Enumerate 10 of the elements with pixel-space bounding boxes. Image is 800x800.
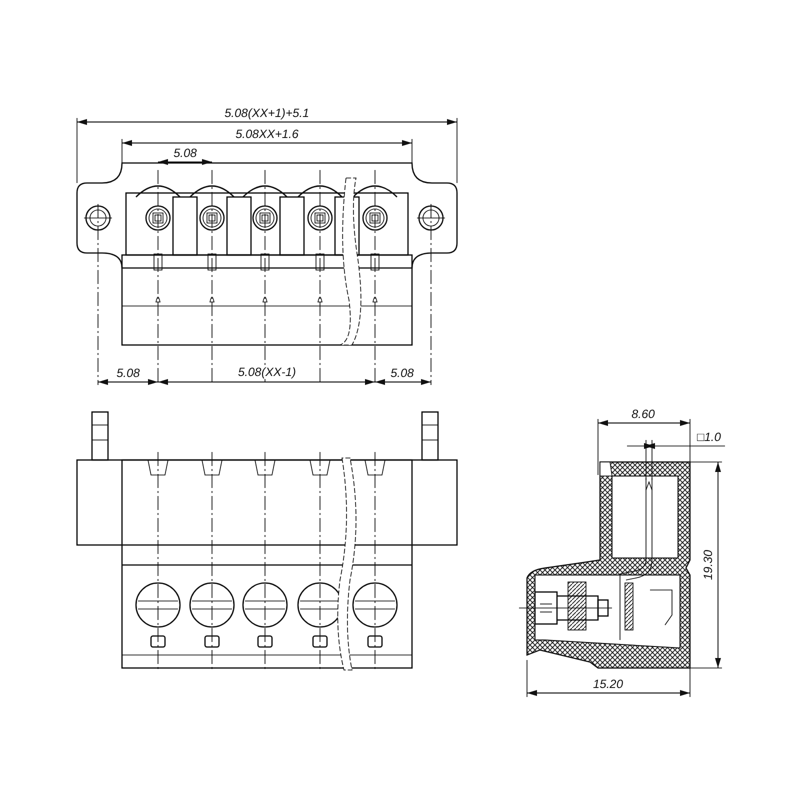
dimension-text: 8.60 [630, 407, 656, 421]
dimension-text: 5.08 [116, 366, 141, 380]
dimension-text: 5.08(XX-1) [237, 365, 298, 379]
dimension-text: 5.08 [172, 146, 198, 160]
dimension-text: 5.08XX+1.6 [234, 127, 300, 141]
dimension-text: 19.30 [701, 548, 716, 582]
dimension-text: 5.08(XX+1)+5.1 [224, 106, 310, 120]
dimension-text: 5.08 [390, 366, 415, 380]
dimension-text: □1.0 [696, 430, 722, 444]
dimension-text: 15.20 [592, 677, 624, 691]
